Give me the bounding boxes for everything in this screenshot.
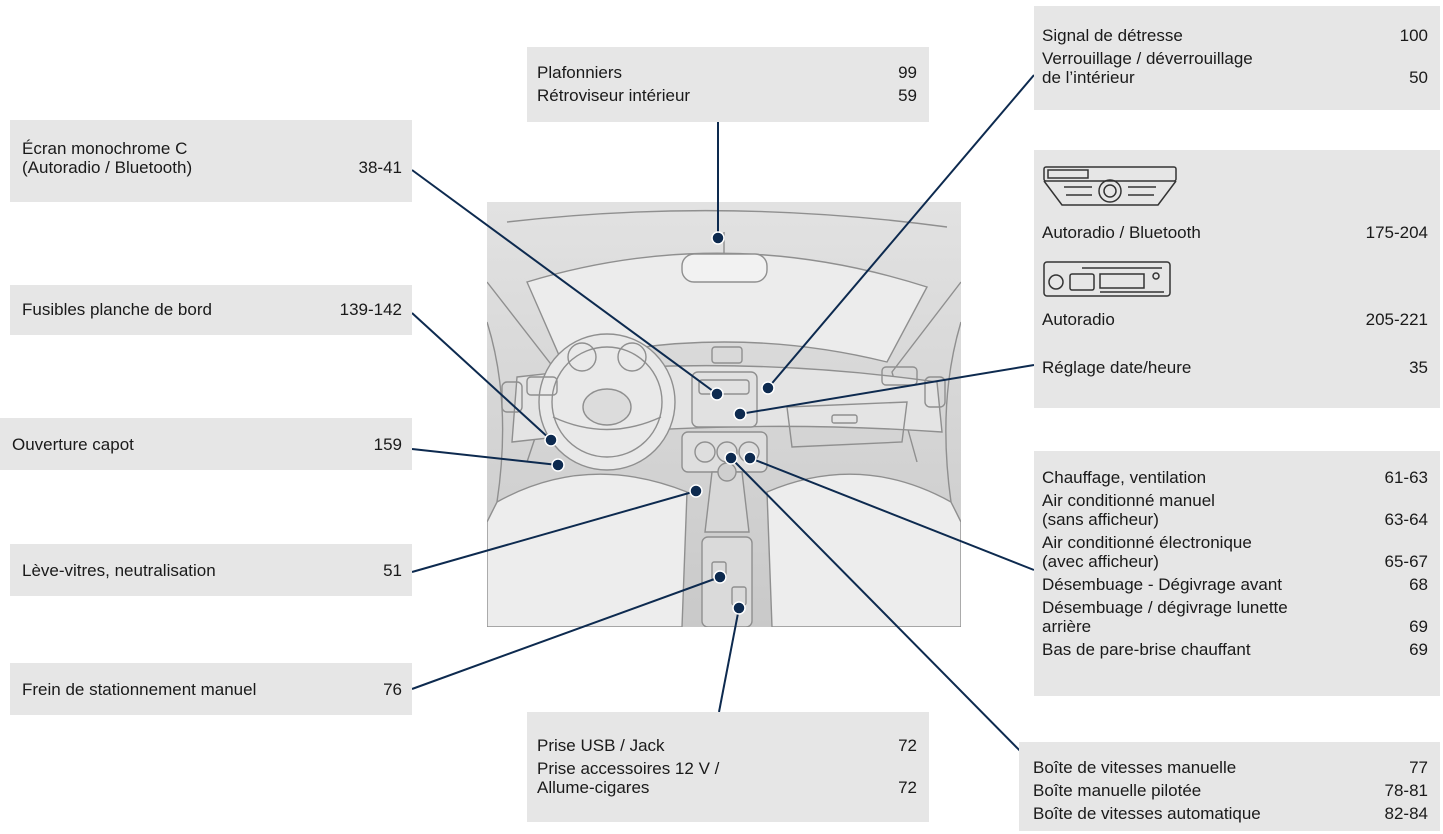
index-entry: Ouverture capot 159 — [12, 435, 402, 454]
entry-label: Verrouillage / déverrouillage de l’intér… — [1042, 49, 1253, 87]
entry-page: 61-63 — [1384, 468, 1428, 487]
index-entry: Bas de pare-brise chauffant 69 — [1042, 640, 1428, 659]
row-autoradio-bluetooth: Autoradio / Bluetooth 175-204 — [1042, 223, 1428, 242]
entry-page: 69 — [1409, 617, 1428, 636]
index-entry: Désembuage - Dégivrage avant 68 — [1042, 575, 1428, 594]
index-entry: Verrouillage / déverrouillage de l’intér… — [1042, 49, 1428, 87]
entry-label: Réglage date/heure — [1042, 358, 1192, 377]
entry-page: 69 — [1409, 640, 1428, 659]
index-entry: Plafonniers 99 — [537, 63, 917, 82]
entry-label: Désembuage - Dégivrage avant — [1042, 575, 1283, 594]
index-entry: Air conditionné électronique (avec affic… — [1042, 533, 1428, 571]
entry-label: Boîte de vitesses manuelle — [1033, 758, 1237, 777]
entry-label: Frein de stationnement manuel — [22, 680, 257, 699]
entry-label: Rétroviseur intérieur — [537, 86, 691, 105]
entry-page: 77 — [1409, 758, 1428, 777]
entry-label: Boîte manuelle pilotée — [1033, 781, 1202, 800]
entry-label: Chauffage, ventilation — [1042, 468, 1207, 487]
index-entry: Signal de détresse 100 — [1042, 26, 1428, 45]
entry-page: 159 — [373, 435, 402, 454]
entry-page: 65-67 — [1384, 552, 1428, 571]
entry-page: 59 — [898, 86, 917, 105]
index-entry: Chauffage, ventilation 61-63 — [1042, 468, 1428, 487]
entry-page: 205-221 — [1365, 310, 1428, 329]
index-entry: Boîte de vitesses manuelle 77 — [1033, 758, 1428, 777]
entry-page: 99 — [898, 63, 917, 82]
index-entry: Air conditionné manuel (sans afficheur) 6… — [1042, 491, 1428, 529]
entry-page: 72 — [898, 736, 917, 755]
entry-label: Lève-vitres, neutralisation — [22, 561, 216, 580]
index-entry: Désembuage / dégivrage lunette arrière 69 — [1042, 598, 1428, 636]
index-entry: Écran monochrome C (Autoradio / Bluetoot… — [22, 139, 402, 177]
entry-page: 72 — [898, 778, 917, 797]
index-entry: Frein de stationnement manuel 76 — [22, 680, 402, 699]
entry-label: Ouverture capot — [12, 435, 134, 454]
entry-page: 35 — [1409, 358, 1428, 377]
entry-page: 175-204 — [1365, 223, 1428, 242]
index-entry: Lève-vitres, neutralisation 51 — [22, 561, 402, 580]
box-leve-vitres: Lève-vitres, neutralisation 51 — [10, 544, 412, 596]
index-entry: Rétroviseur intérieur 59 — [537, 86, 917, 105]
entry-label: Signal de détresse — [1042, 26, 1183, 45]
entry-page: 68 — [1409, 575, 1428, 594]
entry-label: Prise USB / Jack — [537, 736, 665, 755]
index-entry: Prise accessoires 12 V / Allume-cigares 7… — [537, 759, 917, 797]
row-autoradio: Autoradio 205-221 — [1042, 310, 1428, 329]
row-reglage-date: Réglage date/heure 35 — [1042, 358, 1428, 377]
entry-label: Air conditionné manuel (sans afficheur) — [1042, 491, 1215, 529]
entry-page: 78-81 — [1384, 781, 1428, 800]
entry-label: Désembuage / dégivrage lunette arrière — [1042, 598, 1288, 636]
dashboard-illustration — [487, 202, 961, 627]
entry-label: Écran monochrome C (Autoradio / Bluetoot… — [22, 139, 193, 177]
box-capot: Ouverture capot 159 — [0, 418, 412, 470]
box-autoradio: Autoradio / Bluetooth 175-204 Autoradio … — [1034, 150, 1440, 408]
entry-label: Boîte de vitesses automatique — [1033, 804, 1261, 823]
index-entry: Boîte manuelle pilotée 78-81 — [1033, 781, 1428, 800]
entry-label: Autoradio / Bluetooth — [1042, 223, 1201, 242]
entry-page: 38-41 — [358, 158, 402, 177]
entry-label: Air conditionné électronique (avec affic… — [1042, 533, 1252, 571]
radio-bluetooth-icon — [1043, 166, 1177, 206]
entry-label: Plafonniers — [537, 63, 623, 82]
entry-page: 50 — [1409, 68, 1428, 87]
entry-page: 51 — [383, 561, 402, 580]
index-entry: Fusibles planche de bord 139-142 — [22, 300, 402, 319]
entry-page: 82-84 — [1384, 804, 1428, 823]
index-entry: Prise USB / Jack 72 — [537, 736, 917, 755]
box-frein: Frein de stationnement manuel 76 — [10, 663, 412, 715]
radio-cd-icon — [1043, 261, 1171, 297]
box-fusibles: Fusibles planche de bord 139-142 — [10, 285, 412, 335]
box-ecran: Écran monochrome C (Autoradio / Bluetoot… — [10, 120, 412, 202]
entry-label: Fusibles planche de bord — [22, 300, 212, 319]
entry-label: Bas de pare-brise chauffant — [1042, 640, 1251, 659]
entry-page: 139-142 — [339, 300, 402, 319]
entry-page: 100 — [1399, 26, 1428, 45]
entry-label: Autoradio — [1042, 310, 1115, 329]
entry-page: 63-64 — [1384, 510, 1428, 529]
entry-page: 76 — [383, 680, 402, 699]
entry-label: Prise accessoires 12 V / Allume-cigares — [537, 759, 720, 797]
index-entry: Boîte de vitesses automatique 82-84 — [1033, 804, 1428, 823]
